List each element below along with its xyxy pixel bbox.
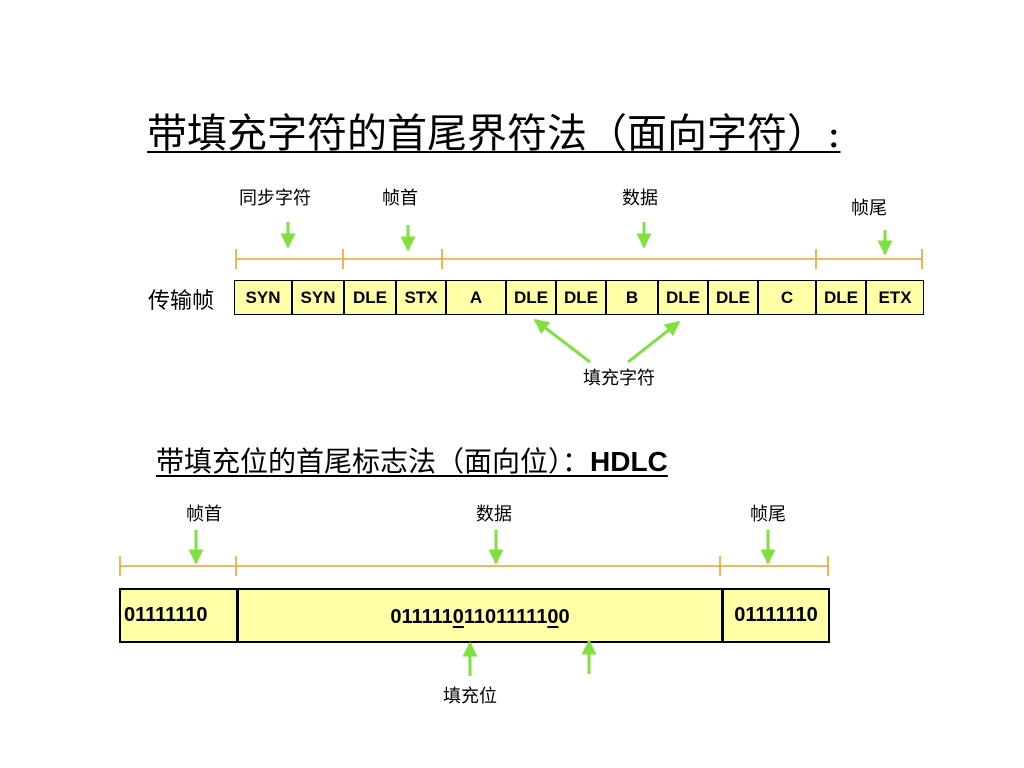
top-brackets [235,249,923,269]
bit-title-text: 带填充位的首尾标志法（面向位）： [156,445,591,478]
start-flag: 01111110 [121,590,239,641]
transmission-frame-label: 传输帧 [148,289,215,314]
frame-cell-stuffed: DLE [507,281,557,314]
arrow-up-icon [533,318,591,364]
bit-data-label: 数据 [476,504,512,525]
bit-frame-head-label: 帧首 [186,504,222,525]
bit-stuffing-title: 带填充位的首尾标志法（面向位）：HDLC [156,442,668,482]
stuffed-bit-label: 填充位 [443,686,497,707]
frame-cell: DLE [709,281,759,314]
bit-segment: 11011111 [463,606,548,628]
sync-chars-label: 同步字符 [239,188,311,209]
bit-segment: 011111 [390,606,453,628]
frame-cell: ETX [878,287,912,307]
frame-head-label: 帧首 [382,188,418,209]
frame-cell: SYN [293,281,345,314]
char-frame: SYN SYN DLE STX A DLE DLE B DLE DLE C DL… [234,280,924,315]
arrow-up-icon [627,320,681,364]
data-label: 数据 [622,188,658,209]
bit-segment: 0 [558,606,570,628]
frame-cell-stuffed: DLE [659,281,709,314]
bottom-brackets [119,556,829,576]
frame-tail-label: 帧尾 [851,198,887,219]
bit-frame-tail-label: 帧尾 [750,504,786,525]
frame-cell: B [607,281,659,314]
frame-cell: DLE [557,281,607,314]
stuffed-bit: 0 [452,606,464,628]
frame-cell: DLE [817,281,867,314]
stuffed-char-label: 填充字符 [583,368,655,389]
frame-cell: SYN [235,281,293,314]
frame-cell: C [759,281,817,314]
frame-cell: A [447,281,507,314]
char-stuffing-title: 带填充字符的首尾界符法（面向字符）: [147,111,841,157]
frame-cell: DLE [345,281,397,314]
end-flag: 01111110 [734,604,818,626]
stuffed-bit: 0 [547,606,559,628]
hdlc-text: HDLC [590,446,668,477]
frame-cell: STX [397,281,447,314]
